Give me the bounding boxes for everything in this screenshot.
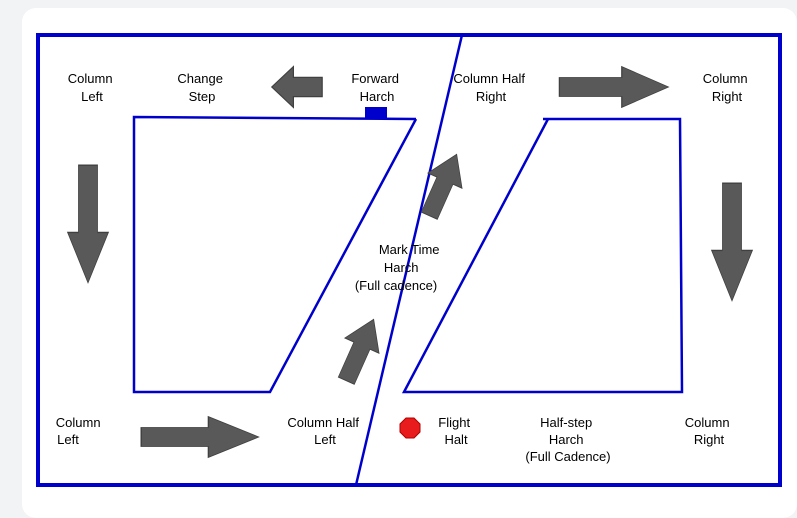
label-column-half-right: Column Half Right bbox=[453, 71, 528, 104]
label-column-left-top: Column Left bbox=[68, 71, 116, 104]
arrow-icon-diagonal-upper bbox=[420, 153, 463, 220]
label-flight-halt: Flight Halt bbox=[438, 415, 473, 447]
right-path bbox=[401, 117, 684, 394]
label-mark-time: Mark Time Harch (Full cadence) bbox=[355, 242, 443, 293]
label-column-right-bottom: Column Right bbox=[685, 415, 733, 447]
arrow-icon-column-left-bottom bbox=[140, 415, 260, 459]
arrow-icon-column-half-right bbox=[558, 65, 670, 109]
outer-border bbox=[36, 33, 782, 487]
left-path bbox=[132, 115, 418, 394]
label-forward-march: Forward Harch bbox=[351, 71, 402, 104]
label-column-right-top: Column Right bbox=[703, 71, 751, 104]
arrow-icon-left-down bbox=[66, 164, 110, 284]
red-octagon-icon bbox=[399, 417, 421, 439]
arrow-icon-change-step bbox=[270, 65, 323, 109]
label-change-step: Change Step bbox=[177, 71, 226, 104]
arrow-icon-right-down bbox=[710, 182, 754, 302]
blue-square-icon bbox=[365, 107, 387, 119]
label-half-step: Half-step Harch (Full Cadence) bbox=[525, 415, 610, 464]
label-column-left-bottom: Column Left bbox=[56, 415, 104, 447]
diagonal-line-left bbox=[354, 34, 464, 486]
arrow-icon-diagonal-lower bbox=[337, 318, 380, 385]
label-column-half-left: Column Half Left bbox=[287, 415, 362, 447]
